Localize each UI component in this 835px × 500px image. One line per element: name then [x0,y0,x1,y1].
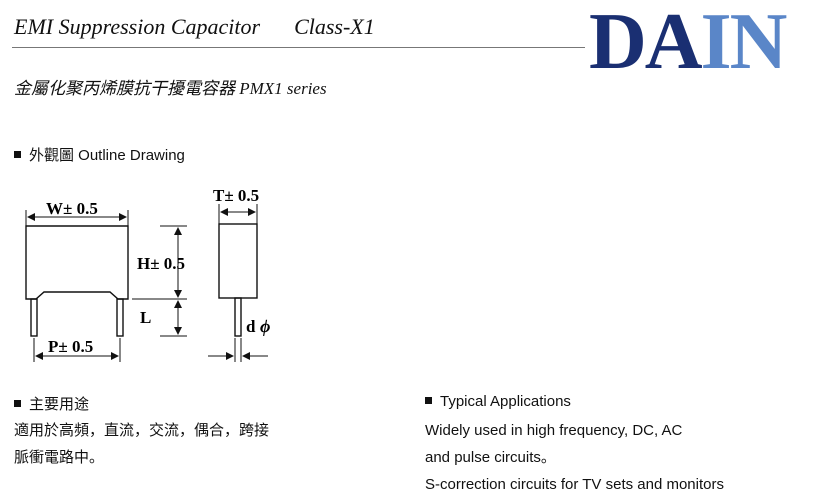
applications-en-line: and pulse circuits。 [425,449,556,466]
applications-zh-heading-text: 主要用途 [29,396,90,413]
phi-symbol: ϕ [260,316,270,336]
applications-zh-line: 脈衝電路中。 [14,449,105,466]
applications-en-line: S-correction circuits for TV sets and mo… [425,476,724,493]
product-subtitle: 金屬化聚丙烯膜抗干擾電容器 PMX1 series [14,79,327,98]
outline-heading-text: 外觀圖 Outline Drawing [29,147,185,164]
front-lead-left [30,298,38,337]
applications-en-heading-text: Typical Applications [440,393,571,410]
logo-part2: IN [700,0,788,86]
class-label: Class-X1 [294,14,375,39]
w-label: W± 0.5 [46,199,98,218]
side-view-lead [234,297,242,337]
title-rule [12,47,585,48]
bullet-square-icon [14,400,21,407]
bullet-square-icon [425,397,432,404]
applications-en-heading: Typical Applications [425,393,571,410]
applications-zh-heading: 主要用途 [14,393,89,414]
side-view-body [218,223,258,299]
bullet-square-icon [14,151,21,158]
title-text: EMI Suppression Capacitor [14,14,261,39]
p-label: P± 0.5 [48,337,93,356]
front-lead-right [116,298,124,337]
brand-logo: DAIN [589,2,787,82]
h-label: H± 0.5 [137,254,185,273]
l-label: L [140,308,151,327]
applications-zh-list: 適用於高頻，直流，交流，偶合，跨接 脈衝電路中。 [14,417,269,471]
applications-en-line: Widely used in high frequency, DC, AC [425,422,683,439]
applications-zh-line: 適用於高頻，直流，交流，偶合，跨接 [14,422,270,439]
outline-heading: 外觀圖 Outline Drawing [14,144,185,165]
d-label: d [246,317,256,336]
front-view-body [25,225,129,300]
document-title: EMI Suppression Capacitor Class-X1 [14,14,375,40]
t-label: T± 0.5 [213,186,259,205]
applications-en-list: Widely used in high frequency, DC, AC an… [425,417,724,498]
logo-part1: DA [589,0,703,86]
